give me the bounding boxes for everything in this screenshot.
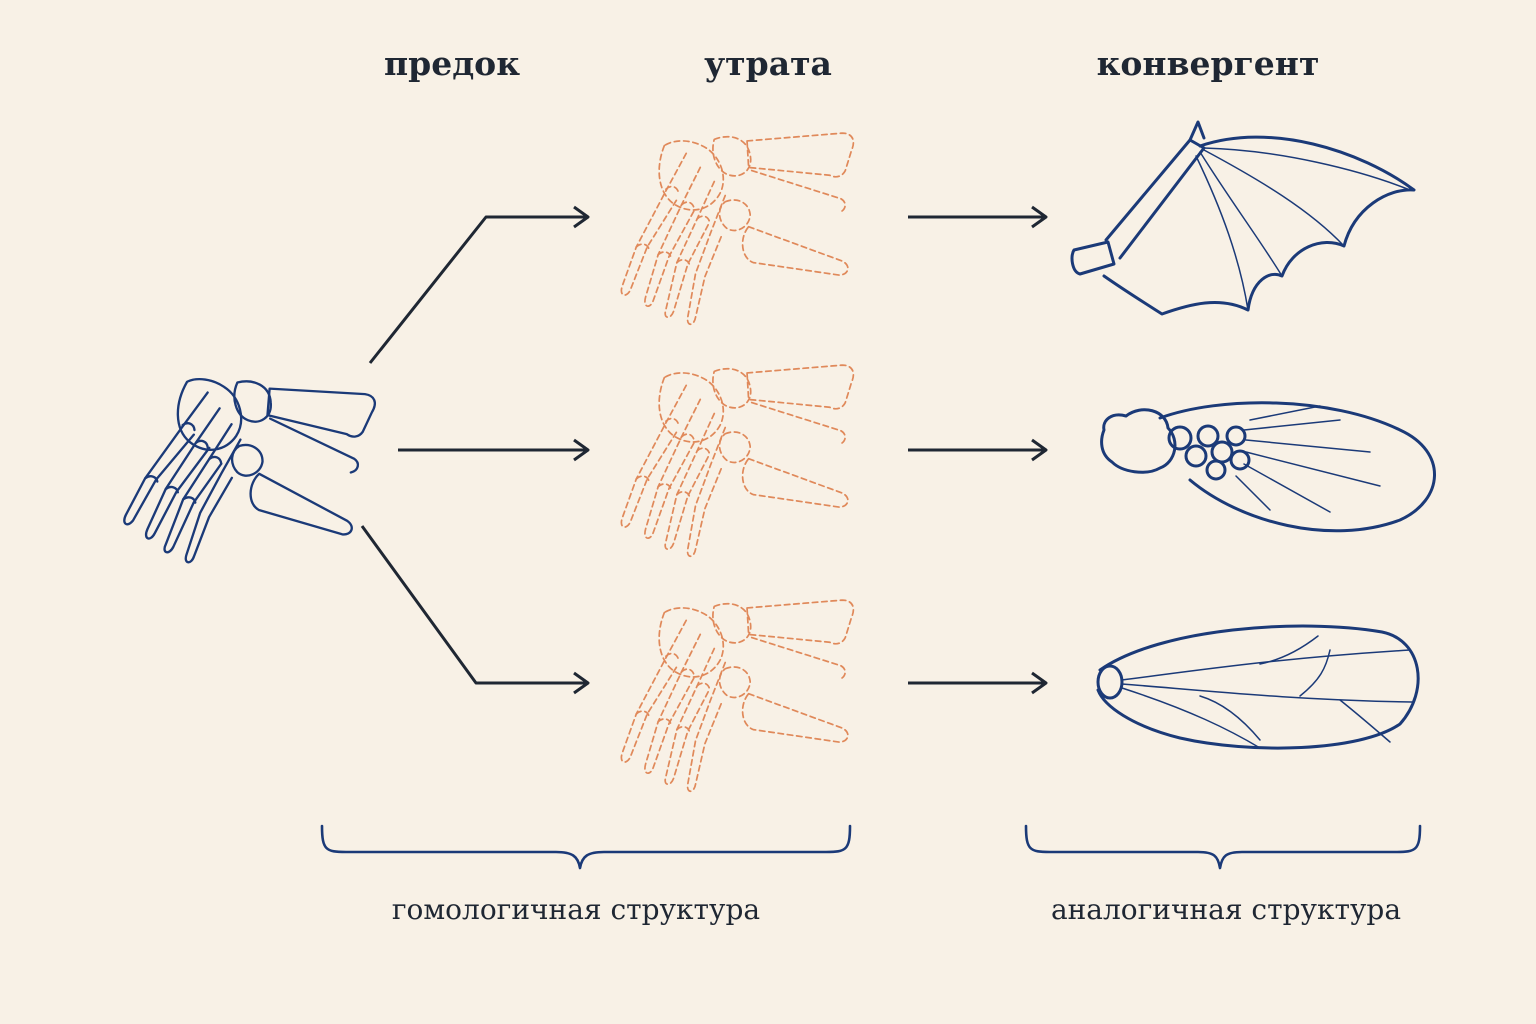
branch-arrows: [360, 205, 590, 695]
membrane-wing-icon: [1096, 624, 1420, 750]
group-label-homologous: гомологичная структура: [391, 893, 761, 926]
branch-arrow-bottom: [360, 525, 588, 685]
arrowhead-middle: [573, 438, 590, 462]
arrowhead-top: [1031, 205, 1048, 229]
homologous-brace: [320, 824, 852, 870]
column-title-ancestor: предок: [383, 44, 521, 83]
arrowhead-bottom: [1031, 671, 1048, 695]
arrowhead-middle: [1031, 438, 1048, 462]
column-title-loss: утрата: [704, 44, 832, 83]
branch-arrow-top: [368, 215, 588, 364]
ancestral-forelimb-skeleton-icon: [118, 362, 378, 587]
insect-wing-icon: [1100, 401, 1436, 533]
arrowhead-top: [573, 205, 590, 229]
dashed-lost-forelimb-icon: [620, 132, 855, 326]
group-label-analogous: аналогичная структура: [1050, 893, 1402, 926]
dashed-lost-forelimb-icon: [620, 364, 855, 558]
column-title-convergent: конвергент: [1096, 44, 1320, 83]
convergence-arrows: [908, 205, 1048, 695]
arrowhead-bottom: [573, 671, 590, 695]
dashed-lost-forelimb-icon: [620, 599, 855, 793]
bat-wing-icon: [1070, 120, 1416, 316]
analogous-brace: [1024, 824, 1422, 870]
